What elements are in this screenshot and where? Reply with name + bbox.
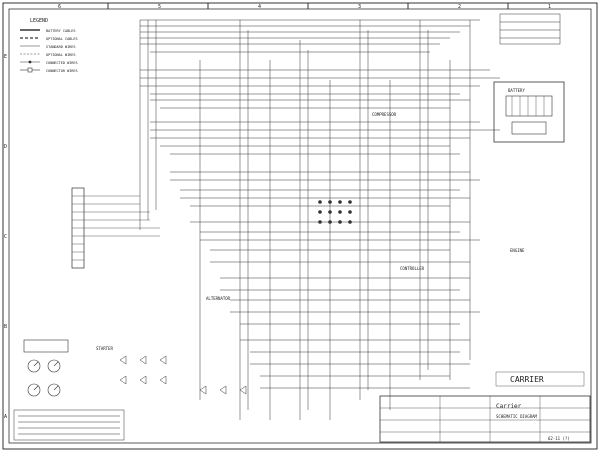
legend: LEGEND BATTERY CABLES OPTIONAL CABLES ST… [20,18,78,73]
legend-item: OPTIONAL CABLES [46,37,78,41]
legend-item: STANDARD WIRES [46,45,76,49]
zone-col-label: 3 [358,4,361,10]
legend-item: OPTIONAL WIRES [46,53,76,57]
legend-item: CONNECTOR WIRES [46,69,78,73]
diode-symbols [119,355,247,395]
zone-col-label: 6 [58,4,61,10]
component-label-engine: ENGINE [510,248,525,253]
component-label-alternator: ALTERNATOR [206,296,231,301]
component-label-compressor: COMPRESSOR [372,112,397,117]
zone-row-label: A [4,414,7,420]
zone-row-label: D [4,144,7,150]
title-block: Carrier SCHEMATIC DIAGRAM 62-11 (?) [379,395,591,443]
zone-row-label: E [4,54,7,60]
zone-col-label: 1 [548,4,551,10]
component-label-controller: CONTROLLER [400,266,425,271]
zone-rows-left: E D C B A [4,54,7,420]
legend-item: CONNECTED WIRES [46,61,78,65]
zone-row-label: C [4,234,7,240]
battery-component: BATTERY [493,81,565,143]
notes-block [13,409,125,441]
title-drawing-name: SCHEMATIC DIAGRAM [496,414,538,419]
component-label-starter: STARTER [96,346,113,351]
sheet-inner-border [8,8,592,444]
wire-harness [139,19,500,420]
zone-col-label: 5 [158,4,161,10]
zone-row-label: B [4,324,7,330]
gauge-cluster [23,339,69,397]
legend-title: LEGEND [30,18,48,24]
title-drawing-number: 62-11 (?) [548,436,570,441]
zone-columns-top: 6 5 4 3 2 1 [58,3,551,10]
zone-col-label: 4 [258,4,261,10]
sheet-border [2,2,598,450]
top-right-notes [499,13,561,45]
legend-item: BATTERY CABLES [46,29,76,33]
title-company: Carrier [496,403,522,410]
relay-bank [318,200,352,224]
connector-block-left [71,187,160,269]
battery-label: BATTERY [508,88,525,93]
brand-watermark: CARRIER [510,375,544,384]
zone-col-label: 2 [458,4,461,10]
